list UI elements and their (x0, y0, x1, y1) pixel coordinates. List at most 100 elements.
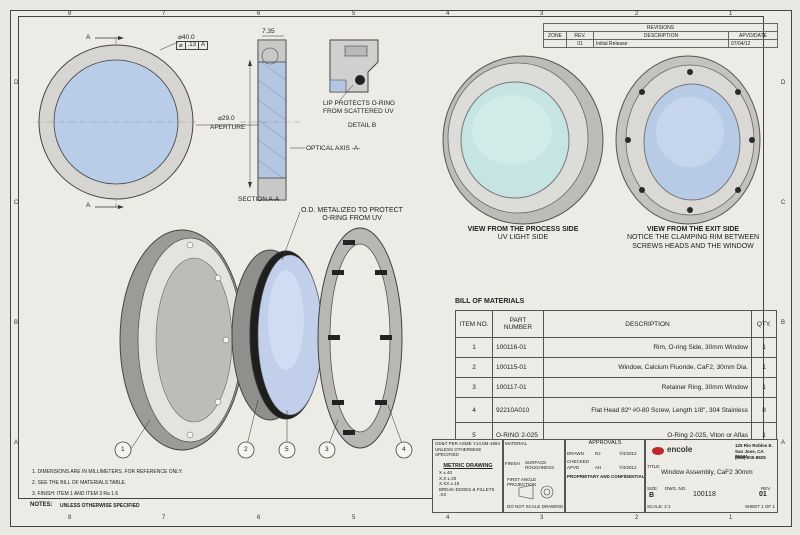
tolerance-frame: ⌀ .13 A (176, 41, 208, 50)
zone-bottom-4: 4 (446, 515, 450, 521)
tb-tolerance-cell: GD&T PER ASME Y14.5M-1994 UNLESS OTHERWI… (432, 439, 504, 513)
balloon-item-4: 4 (395, 441, 413, 464)
section-marker-bottom: A (86, 202, 91, 209)
notes-title: NOTES: (30, 502, 53, 508)
tb-proprietary: PROPRIETARY AND CONFIDENTIAL (567, 474, 645, 479)
zone-left-a: A (14, 440, 19, 446)
tb-first-angle: FIRST ANGLE PROJECTION (507, 477, 537, 488)
tb-finish: FINISH (505, 461, 520, 467)
tb-apvd-by: AH (595, 465, 602, 470)
tb-material: MATERIAL (505, 441, 528, 446)
tb-address-3: (858) 205-8825 (735, 455, 766, 460)
detail-note-2: FROM SCATTERED UV (323, 108, 394, 115)
tolerance-datum: A (200, 42, 205, 48)
process-view-subtitle: UV LIGHT SIDE (497, 234, 549, 242)
bom-description: Rim, O-ring Side, 30mm Window (543, 337, 752, 358)
bom-description: Window, Calcium Fluoride, CaF2, 30mm Dia… (543, 357, 752, 378)
note-2: 2. SEE THE BILL OF MATERIALS TABLE. (32, 480, 127, 486)
exit-view-caption: VIEW FROM THE EXIT SIDE NOTICE THE CLAMP… (618, 226, 768, 251)
bom-part: 100116-01 (492, 337, 544, 358)
revisions-table: REVISIONS ZONE REV. DESCRIPTION APVD/DAT… (543, 23, 778, 48)
tb-surface: SURFACE ROUGHNESS (525, 460, 555, 471)
metalized-note: O.D. METALIZED TO PROTECT O-RING FROM UV (292, 207, 412, 224)
tb-company: encole (667, 445, 693, 454)
tb-approvals-cell: APPROVALS DRAWN RJ 7/4/2012 CHECKED APVD… (564, 439, 646, 513)
tb-gdt: GD&T PER ASME Y14.5M-1994 (435, 441, 500, 446)
balloon-item-1: 1 (114, 441, 132, 464)
tb-tol-2: X.X ±.20 (439, 475, 457, 481)
aperture-label: APERTURE (210, 124, 246, 131)
balloon-item-3-text: 3 (325, 446, 329, 453)
zone-bottom-3: 3 (540, 515, 544, 521)
tb-address-2: San Jose, CA 95134 (735, 449, 764, 460)
exploded-retainer (317, 227, 403, 449)
outer-diameter-label: ⌀40.0 (178, 34, 195, 41)
tb-apvd: APVD (567, 465, 580, 470)
zone-top-1: 1 (729, 11, 733, 17)
tb-rev: 01 (759, 491, 767, 498)
process-side-view (442, 55, 604, 225)
balloon-item-1-text: 1 (121, 446, 125, 453)
tb-material-cell: MATERIAL FINISH SURFACE ROUGHNESS FIRST … (502, 439, 566, 513)
bom-header-description: DESCRIPTION (543, 310, 752, 338)
zone-bottom-5: 5 (352, 515, 356, 521)
tolerance-value: .13 (186, 42, 199, 49)
balloon-item-5-text: 5 (285, 446, 289, 453)
bom-row: 4 92210A010 Flat Head 82º #0-80 Screw, L… (455, 397, 777, 423)
bom-row: 3 100117-01 Retainer Ring, 30mm Window 1 (455, 377, 777, 398)
exit-view-title: VIEW FROM THE EXIT SIDE (646, 226, 740, 233)
tb-drawn-by: RJ (595, 451, 601, 456)
bom-qty: 1 (751, 357, 777, 378)
bom-qty: 8 (751, 397, 777, 423)
drawing-border (18, 16, 764, 499)
bom-description: Retainer Ring, 30mm Window (543, 377, 752, 398)
tb-drawn: DRAWN (567, 451, 584, 456)
note-3: 3. FINISH: ITEM 1 AND ITEM 3 Ra 1.6 (32, 491, 119, 497)
balloon-item-2: 2 (237, 441, 255, 464)
bom-item: 3 (455, 377, 493, 398)
bom-part: 100117-01 (492, 377, 544, 398)
metalized-note-2: O-RING FROM UV (322, 215, 382, 223)
tb-dwg-no: 100118 (693, 491, 716, 498)
zone-bottom-2: 2 (635, 515, 639, 521)
balloon-item-3: 3 (318, 441, 336, 464)
tb-size-label: SIZE (647, 486, 658, 491)
zone-top-7: 7 (162, 11, 166, 17)
bom-row: 2 100115-01 Window, Calcium Fluoride, Ca… (455, 357, 777, 378)
rev-cell-date: 07/04/12 (728, 39, 778, 48)
notes-subtitle: UNLESS OTHERWISE SPECIFIED (60, 503, 140, 509)
zone-bottom-7: 7 (162, 515, 166, 521)
tb-checked: CHECKED (567, 459, 590, 464)
zone-bottom-6: 6 (257, 515, 261, 521)
balloon-item-2-text: 2 (244, 446, 248, 453)
note-1: 1. DIMENSIONS ARE IN MILLIMETERS. FOR RE… (32, 469, 183, 475)
bill-of-materials-table: ITEM NO. PART NUMBER DESCRIPTION QTY. 1 … (455, 310, 777, 448)
zone-top-6: 6 (257, 11, 261, 17)
bom-qty: 1 (751, 377, 777, 398)
tb-address-1: 125 Rio Robles E. (735, 443, 773, 448)
exit-view-subtitle-2: SCREWS HEADS AND THE WINDOW (632, 242, 754, 250)
exit-side-view (615, 55, 761, 225)
section-title: SECTION A-A (238, 196, 280, 203)
zone-right-b: B (781, 320, 786, 326)
bom-header-part: PART NUMBER (492, 310, 544, 338)
tb-tol-1: X ±.40 (439, 469, 452, 475)
bom-title: BILL OF MATERIALS (455, 298, 525, 305)
tb-rev-label: REV (761, 486, 771, 491)
tb-break-edges: BREAK EDGES & FILLETS .XX (439, 487, 495, 498)
section-marker-top: A (86, 34, 91, 41)
zone-top-4: 4 (446, 11, 450, 17)
exploded-window (231, 249, 323, 421)
tb-tol-3: X.XX ±.10 (439, 480, 460, 486)
tb-company-cell: encole 125 Rio Robles E. San Jose, CA 95… (644, 439, 778, 513)
bom-part: 92210A010 (492, 397, 544, 423)
zone-right-d: D (781, 80, 786, 86)
zone-left-b: B (14, 320, 19, 326)
detail-title: DETAIL B (348, 122, 377, 129)
detail-note-1: LIP PROTECTS O-RING (323, 100, 396, 107)
exit-view-subtitle-1: NOTICE THE CLAMPING RIM BETWEEN (626, 234, 760, 242)
tb-approvals: APPROVALS (588, 440, 622, 446)
bom-description: Flat Head 82º #0-80 Screw, Length 1/8", … (543, 397, 752, 423)
